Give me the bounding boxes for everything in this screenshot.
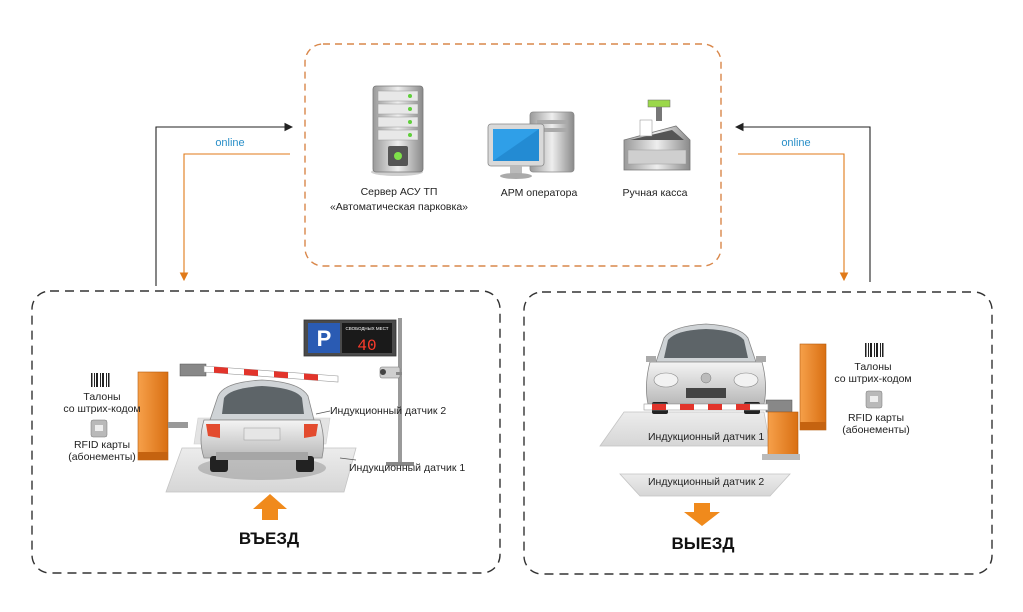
exit-sensor-2-label: Индукционный датчик 2: [648, 476, 764, 488]
camera-icon: [379, 366, 402, 379]
exit-title: ВЫЕЗД: [671, 534, 734, 553]
exit-rfid-card-icon: [865, 390, 883, 409]
exit-barrier-cabinet: [762, 343, 827, 460]
exit-direction-arrow: [684, 503, 720, 526]
parking-sign-letter: P: [317, 326, 332, 351]
exit-barcode-icon: [864, 343, 884, 357]
exit-zone-frame: [523, 291, 993, 575]
barcode-icon: [90, 373, 110, 387]
cash-register-label: Ручная касса: [623, 187, 688, 199]
server-label-2: «Автоматическая парковка»: [330, 201, 468, 213]
entry-talony-label-1: Талоны: [83, 391, 120, 403]
exit-rfid-label-1: RFID карты: [848, 412, 904, 424]
server-label-1: Сервер АСУ ТП: [361, 186, 438, 198]
entry-barrier-cabinet: [137, 371, 188, 461]
server-icon: [371, 85, 424, 176]
exit-talony-label-2: со штрих-кодом: [834, 373, 911, 385]
exit-barrier-arm: [643, 399, 793, 413]
entry-sensor-1-label: Индукционный датчик 1: [349, 462, 465, 474]
cash-register-icon: [623, 99, 691, 171]
entry-barrier-arm: [179, 363, 339, 383]
exit-car: [646, 323, 766, 414]
entry-rfid-label-2: (абонементы): [68, 451, 136, 463]
entry-talony-label-2: со штрих-кодом: [63, 403, 140, 415]
exit-rfid-label-2: (абонементы): [842, 424, 910, 436]
entry-zone-frame: [31, 290, 501, 574]
entry-rfid-label-1: RFID карты: [74, 439, 130, 451]
online-label-right: online: [781, 137, 810, 149]
entry-info-sign: [303, 318, 414, 466]
online-label-left: online: [215, 137, 244, 149]
free-spaces-count: 40: [357, 337, 376, 355]
free-spaces-heading: СВОБОДНЫХ МЕСТ: [345, 326, 388, 331]
exit-sensor-1-label: Индукционный датчик 1: [648, 431, 764, 443]
workstation-icon: [487, 111, 575, 179]
left-connection: [155, 122, 294, 286]
workstation-label: АРМ оператора: [501, 187, 578, 199]
entry-car: [200, 379, 324, 472]
entry-sensor-2-label: Индукционный датчик 2: [330, 405, 446, 417]
entry-direction-arrow: [253, 494, 287, 520]
entry-title: ВЪЕЗД: [239, 529, 299, 548]
exit-sensor-pad-2: [619, 473, 791, 497]
rfid-card-icon: [90, 419, 108, 438]
exit-talony-label-1: Талоны: [854, 361, 891, 373]
right-connection: [734, 122, 871, 282]
